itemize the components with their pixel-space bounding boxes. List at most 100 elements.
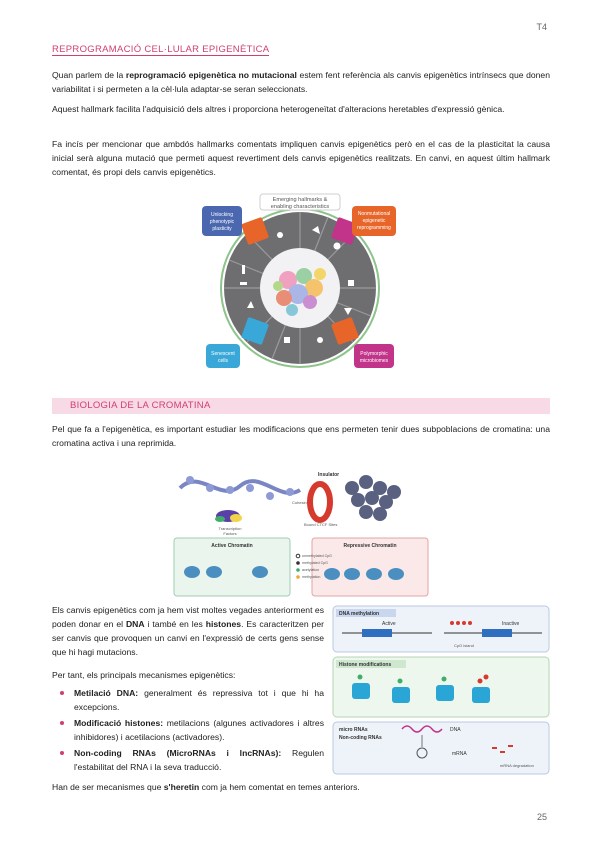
transcription-factor xyxy=(230,514,242,522)
bold-term: histones xyxy=(205,619,242,629)
section-bar xyxy=(52,398,550,414)
segment-icon xyxy=(344,308,352,315)
bold-term: Non-coding RNAs (MicroRNAs i lncRNAs): xyxy=(74,748,282,758)
bullet-icon xyxy=(60,721,64,725)
label: micro RNAs xyxy=(339,727,368,733)
hallmarks-wheel: Emerging hallmarks & enabling characteri… xyxy=(202,193,396,368)
panel-header xyxy=(336,609,396,617)
text: . Es caracteritzen per ser canvis que pr… xyxy=(52,619,324,657)
bullet-icon xyxy=(60,691,64,695)
mechanism-list: Metilació DNA: generalment és repressiva… xyxy=(52,686,324,776)
text: Han de ser mecanismes que xyxy=(52,782,164,792)
label: DNA xyxy=(450,727,461,733)
section-title-epigenetic-reprogramming: Reprogramació cel·lular epigenètica xyxy=(52,44,270,56)
paragraph-intro: Quan parlem de la reprogramació epigenèt… xyxy=(52,68,550,96)
highlight-tile-senescence xyxy=(241,317,269,345)
paragraph-mechanisms: Per tant, els principals mecanismes epig… xyxy=(52,670,236,680)
label-box-plasticity xyxy=(202,206,242,236)
rna-fragments xyxy=(492,745,513,753)
highlight-tile-plasticity xyxy=(241,217,269,245)
segment-icon xyxy=(348,280,354,286)
label-repressive-chromatin: Repressive Chromatin xyxy=(343,543,396,549)
panel-header xyxy=(336,660,406,668)
box-text: Polymorphic xyxy=(360,351,388,357)
label: Non-coding RNAs xyxy=(339,735,382,741)
label: Cohesin xyxy=(292,500,307,505)
box-text: Nonmutational xyxy=(358,211,390,217)
box-text: cells xyxy=(218,358,229,364)
label: Active xyxy=(382,621,396,627)
histone-marks xyxy=(357,674,447,684)
segment-icon xyxy=(333,242,341,250)
label-insulator: Insulator xyxy=(318,472,339,478)
box-text: plasticity xyxy=(212,226,232,232)
bold-term: DNA xyxy=(125,619,145,629)
label-box-microbiome xyxy=(354,344,394,368)
histone-cylinders xyxy=(352,683,490,703)
text: i també en les xyxy=(144,619,206,629)
active-panel-nucleosomes xyxy=(184,566,268,578)
segment-icon xyxy=(240,282,247,285)
label-box-reprogramming xyxy=(352,206,396,236)
gene-block xyxy=(482,629,512,637)
legend-item: unmethylated CpG xyxy=(302,554,332,558)
label-box-senescence xyxy=(206,344,240,368)
hairpin xyxy=(416,747,428,759)
panel-non-coding-rnas xyxy=(332,721,550,775)
section-title-text: Biologia de la cromatina xyxy=(70,400,211,411)
highlight-tile-microbiome xyxy=(331,317,359,345)
bold-term: reprogramació epigenètica no mutacional xyxy=(125,70,297,80)
repressive-panel-nucleosomes xyxy=(324,568,404,580)
segment-icon xyxy=(242,265,245,274)
text: Quan parlem de la xyxy=(52,70,126,80)
bullet-icon xyxy=(60,751,64,755)
chromatin-figure: Transcription Factors Insulator Cohesin … xyxy=(170,458,432,598)
segment-icon xyxy=(277,232,283,238)
center-cells xyxy=(273,268,326,316)
active-nucleosomes xyxy=(186,476,294,500)
list-item: Metilació DNA: generalment és repressiva… xyxy=(52,686,324,714)
box-text: microbiomes xyxy=(360,358,389,364)
text: metilacions (algunes activadores i altre… xyxy=(74,718,324,742)
legend-item: methylated CpG xyxy=(302,561,328,565)
label: mRNA degradation xyxy=(500,763,534,768)
legend-item: acetylation xyxy=(302,568,319,572)
center-title-line2: enabling characteristics xyxy=(271,204,330,210)
page-tag: T4 xyxy=(536,22,547,32)
paragraph-epigenetic-changes: Els canvis epigenètics com ja hem vist m… xyxy=(52,603,324,659)
segment-icon xyxy=(317,337,323,343)
mechanisms-diagram: DNA methylation Active Inactive CpG isla… xyxy=(332,605,550,775)
gene-block xyxy=(362,629,392,637)
mechanisms-figure: DNA methylation Active Inactive CpG isla… xyxy=(332,605,550,775)
label: Inactive xyxy=(502,621,519,627)
wheel-icons xyxy=(240,226,354,343)
active-panel xyxy=(173,537,291,597)
page-number: 25 xyxy=(536,812,547,822)
segment-icon xyxy=(284,337,290,343)
label: DNA methylation xyxy=(339,611,379,617)
label: Histone modifications xyxy=(339,662,391,668)
label: CpG island xyxy=(454,643,474,648)
text: generalment és repressiva tot i que hi h… xyxy=(74,688,324,712)
segment-icon xyxy=(247,301,254,308)
text: com ja hem comentat en temes anteriors. xyxy=(199,782,360,792)
label: mRNA xyxy=(452,751,467,757)
repressive-nucleosomes xyxy=(345,475,401,521)
bold-term: Modificació histones: xyxy=(74,718,164,728)
chromatin-legend: unmethylated CpG methylated CpG acetylat… xyxy=(295,553,332,579)
text: Els canvis epigenètics com ja hem vist m… xyxy=(52,605,324,629)
bold-term: s'heretin xyxy=(163,782,200,792)
chromatin-diagram: Transcription Factors Insulator Cohesin … xyxy=(173,472,429,597)
transcription-factor xyxy=(215,516,225,522)
dna-helix xyxy=(401,725,443,733)
center-title-box xyxy=(259,193,341,211)
label-active-chromatin: Active Chromatin xyxy=(211,543,252,549)
dna-strand-active xyxy=(178,479,302,495)
paragraph-hallmark: Aquest hallmark facilita l'adquisició de… xyxy=(52,104,505,114)
text: estem fent referència als canvis epigenè… xyxy=(52,70,550,94)
insulator-ring xyxy=(307,481,333,523)
center-title-line1: Emerging hallmarks & xyxy=(273,197,328,203)
box-text: Senescent xyxy=(211,351,235,357)
repressive-panel xyxy=(311,537,429,597)
methyl-groups xyxy=(450,621,472,625)
